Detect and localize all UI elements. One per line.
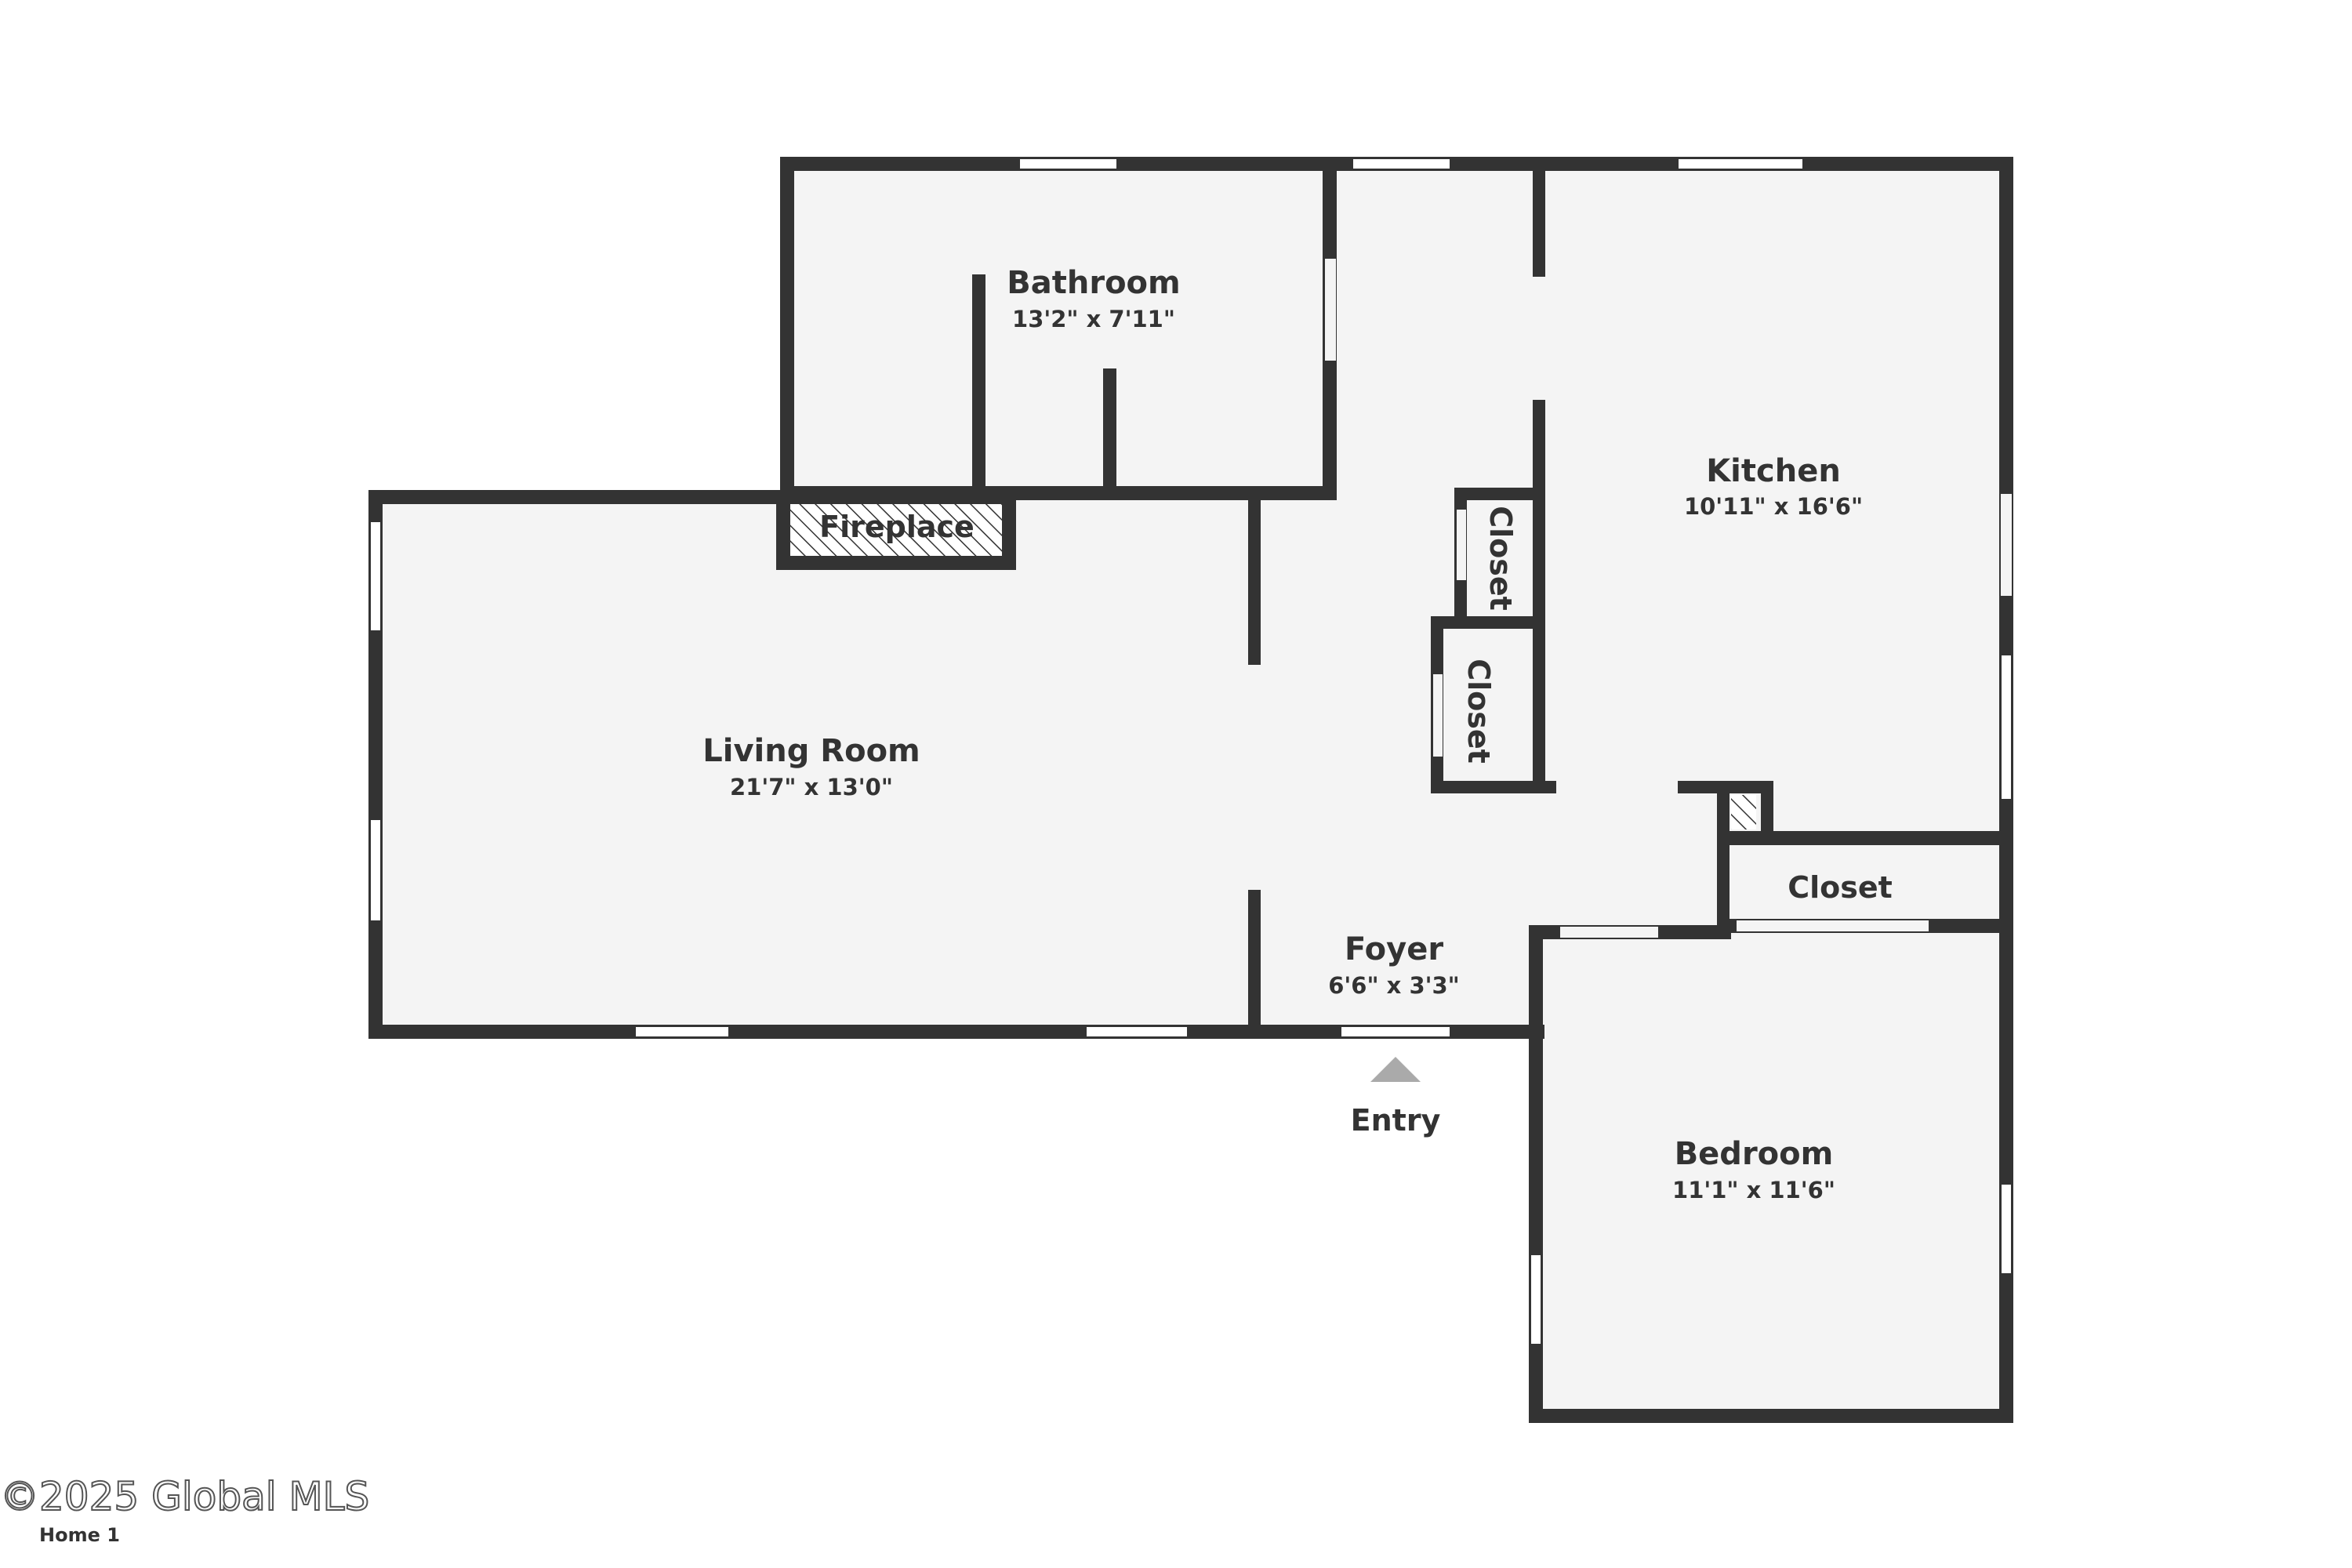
door-openings	[1325, 259, 2012, 938]
windows	[369, 158, 2013, 1345]
fireplace-hatch	[790, 504, 1002, 556]
bedroom-dims: 11'1" x 11'6"	[1672, 1177, 1835, 1203]
fireplace-label: Fireplace	[819, 510, 975, 544]
bathroom-dims: 13'2" x 7'11"	[1012, 306, 1175, 332]
copyright-watermark: ©2025 Global MLS	[0, 1473, 370, 1520]
floor-name: Home 1	[39, 1524, 120, 1546]
floor-bedroom	[1537, 937, 2007, 1411]
foyer-dims: 6'6" x 3'3"	[1328, 972, 1460, 999]
foyer-name: Foyer	[1345, 931, 1443, 967]
living-room-name: Living Room	[702, 733, 920, 769]
chimney-hatch	[1731, 795, 1756, 829]
bedroom-name: Bedroom	[1675, 1136, 1834, 1172]
closet-lower-label: Closet	[1461, 659, 1496, 764]
living-room-dims: 21'7" x 13'0"	[730, 774, 893, 800]
floors	[379, 167, 2007, 1411]
closet-upper-label: Closet	[1483, 506, 1518, 611]
bathroom-name: Bathroom	[1007, 265, 1180, 301]
kitchen-name: Kitchen	[1706, 453, 1841, 489]
entry-arrow-icon	[1370, 1057, 1421, 1082]
kitchen-dims: 10'11" x 16'6"	[1684, 493, 1863, 520]
closet-right-label: Closet	[1788, 870, 1893, 905]
floor-upper	[786, 167, 2007, 500]
entry-label: Entry	[1351, 1103, 1441, 1138]
